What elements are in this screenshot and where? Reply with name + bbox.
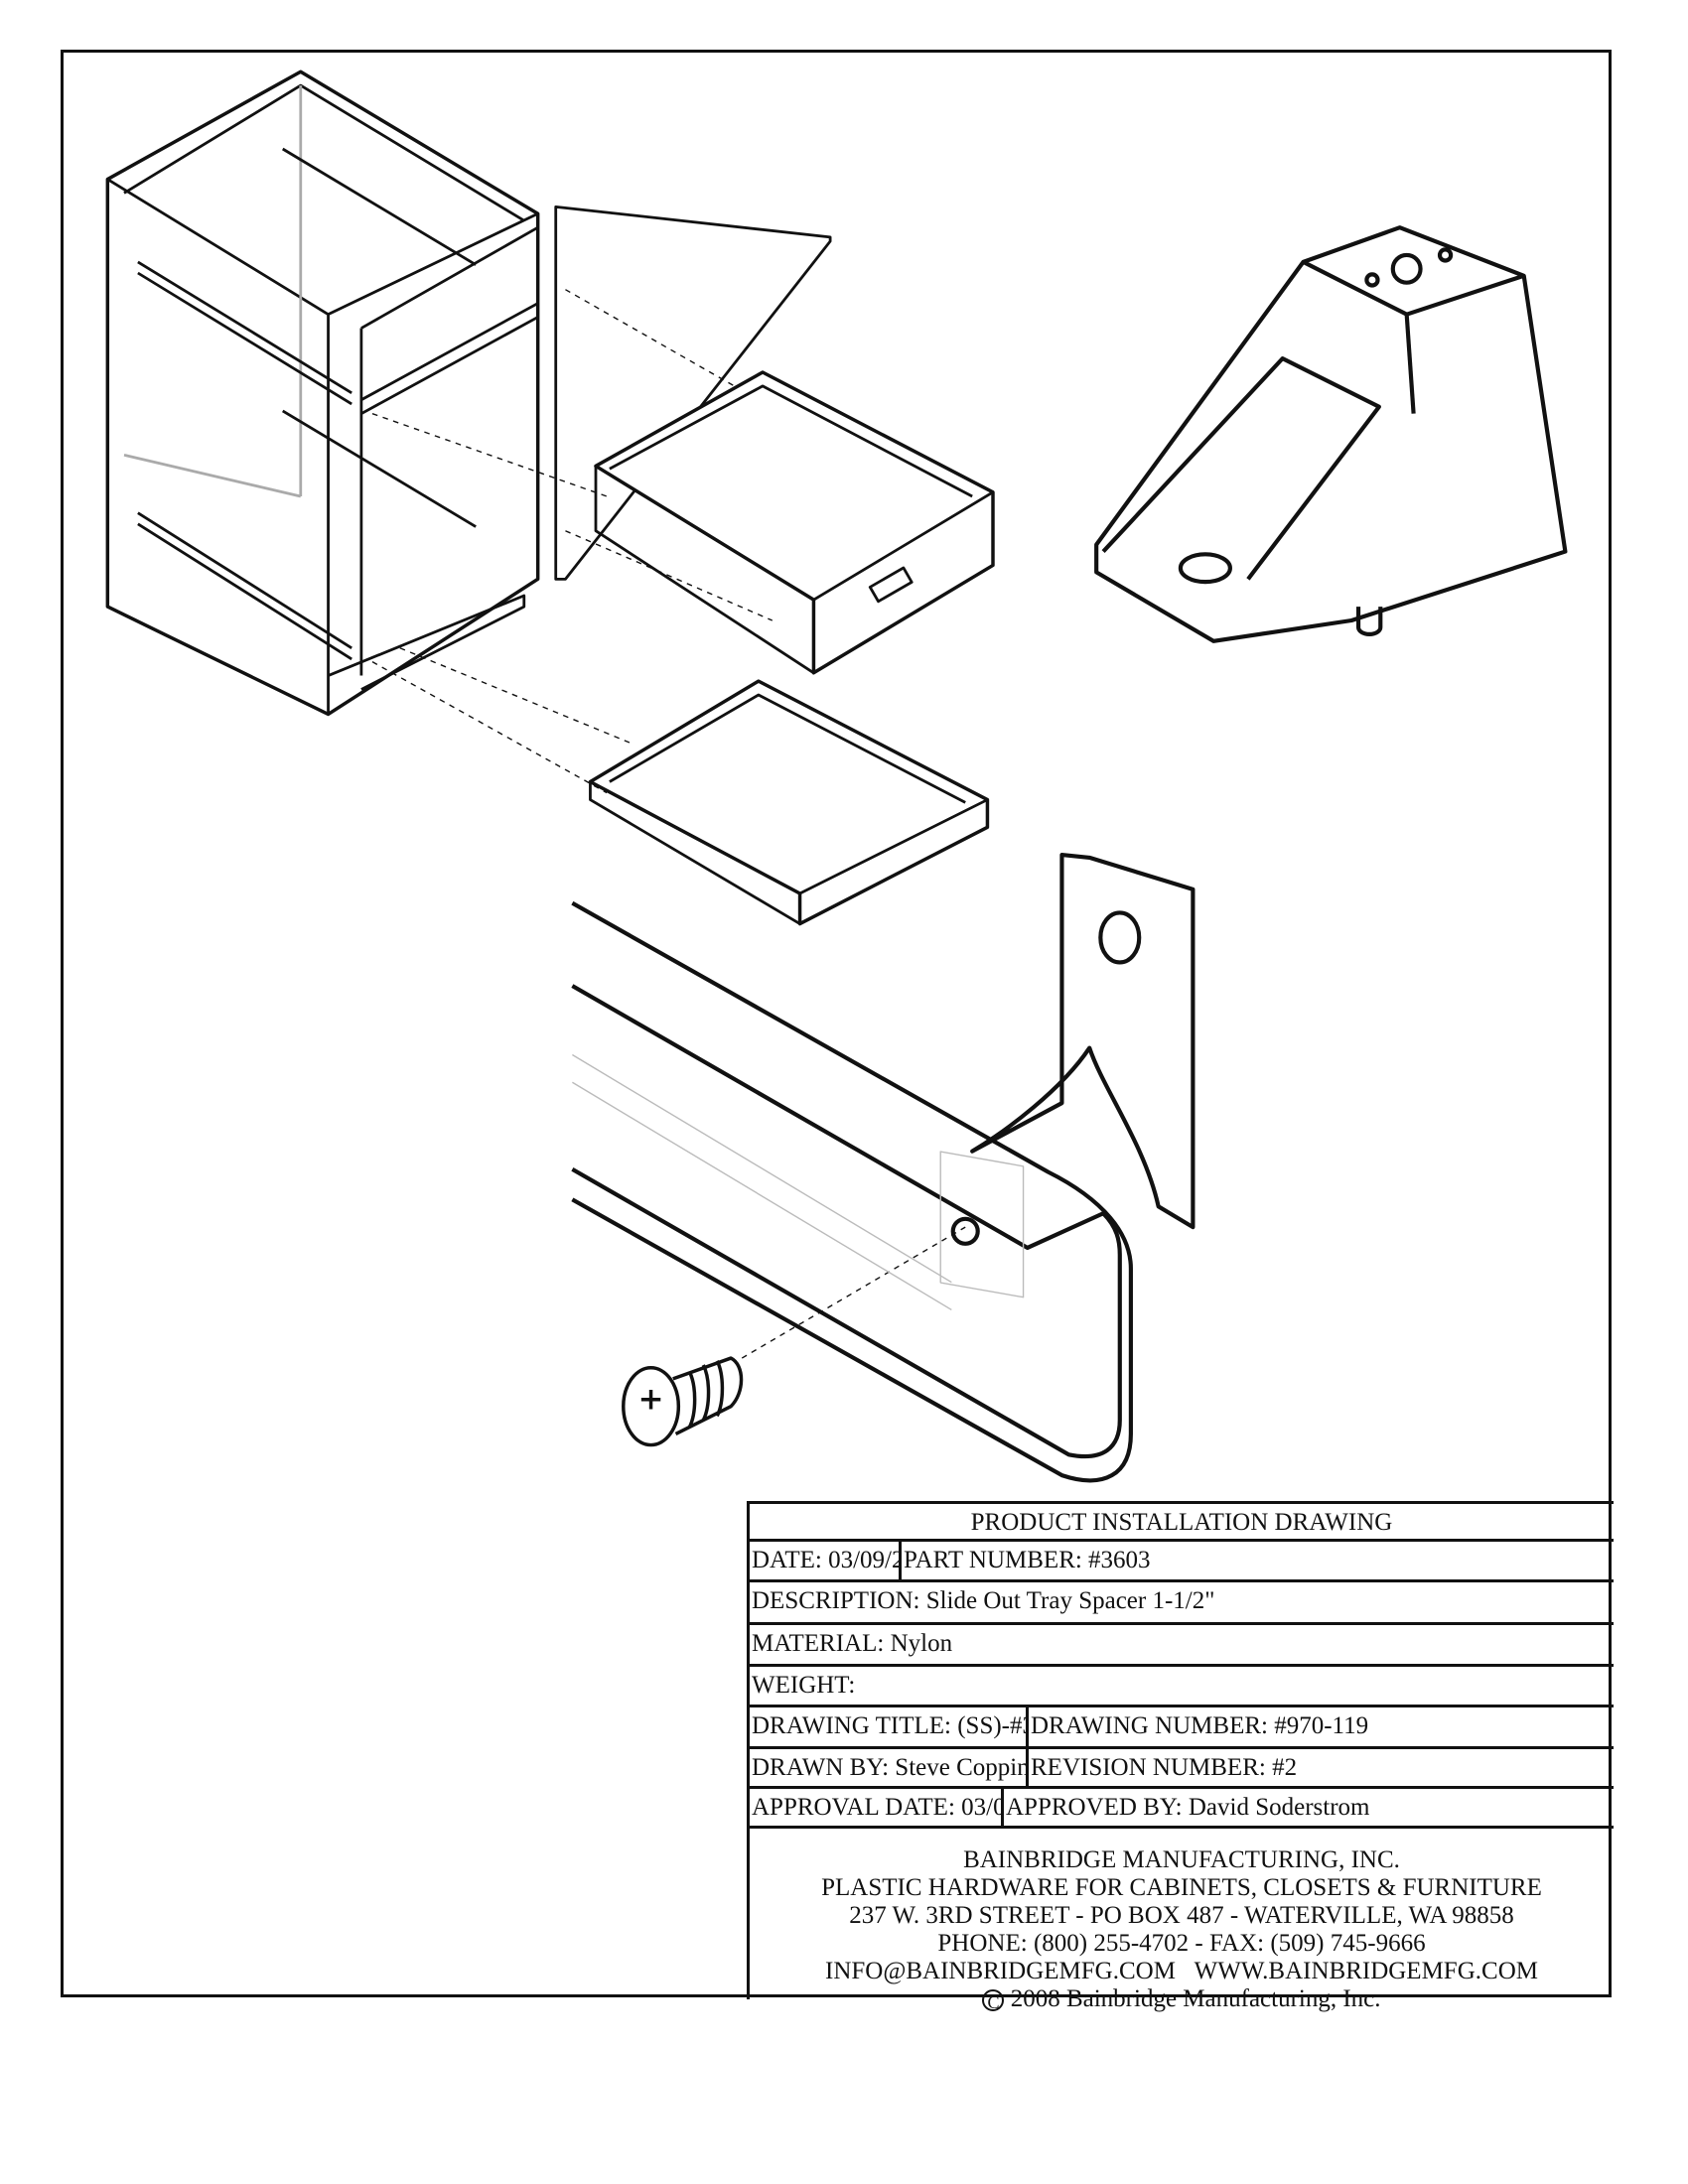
drawing-title-row: DRAWING TITLE: (SS)-#3603 DRAWING NUMBER… — [750, 1707, 1614, 1749]
drawn-by-row: DRAWN BY: Steve Coppin REVISION NUMBER: … — [750, 1749, 1614, 1789]
company-email[interactable]: INFO@BAINBRIDGEMFG.COM — [825, 1958, 1176, 1984]
title-block-heading-row: PRODUCT INSTALLATION DRAWING — [750, 1504, 1614, 1542]
weight-row: WEIGHT: — [750, 1667, 1614, 1707]
drawing-border — [61, 50, 1612, 1997]
approved-by-field: APPROVED BY: David Soderstrom — [1006, 1794, 1370, 1821]
approval-row: APPROVAL DATE: 03/07/2006 APPROVED BY: D… — [750, 1789, 1614, 1829]
drawer — [594, 370, 995, 675]
company-name: BAINBRIDGE MANUFACTURING, INC. — [963, 1846, 1400, 1873]
guide-lines — [371, 289, 966, 1359]
material-field: MATERIAL: Nylon — [752, 1630, 953, 1657]
material-row: MATERIAL: Nylon — [750, 1625, 1614, 1667]
company-tagline: PLASTIC HARDWARE FOR CABINETS, CLOSETS &… — [821, 1874, 1542, 1901]
company-address: 237 W. 3RD STREET - PO BOX 487 - WATERVI… — [849, 1902, 1514, 1929]
tray-spacer-part — [1094, 225, 1568, 643]
weight-field: WEIGHT: — [752, 1672, 856, 1699]
company-info: BAINBRIDGE MANUFACTURING, INC. PLASTIC H… — [750, 1846, 1614, 2013]
title-block: PRODUCT INSTALLATION DRAWING DATE: 03/09… — [747, 1501, 1614, 2012]
revision-number-field: REVISION NUMBER: #2 — [1031, 1754, 1298, 1781]
part-number-field: PART NUMBER: #3603 — [904, 1547, 1151, 1573]
description-field: DESCRIPTION: Slide Out Tray Spacer 1-1/2… — [752, 1587, 1215, 1614]
cabinet-drawing — [105, 69, 540, 717]
slide-out-tray — [588, 679, 990, 926]
approval-date-field: APPROVAL DATE: 03/07/2006 — [750, 1789, 1004, 1826]
date-field: DATE: 03/09/2007 — [750, 1542, 902, 1579]
screw — [622, 1356, 744, 1447]
company-website[interactable]: WWW.BAINBRIDGEMFG.COM — [1194, 1958, 1538, 1984]
copyright-line: C 2008 Bainbridge Manufacturing, Inc. — [750, 1985, 1614, 2013]
date-part-row: DATE: 03/09/2007 PART NUMBER: #3603 — [750, 1542, 1614, 1582]
drawing-number-field: DRAWING NUMBER: #970-119 — [1031, 1712, 1369, 1739]
description-row: DESCRIPTION: Slide Out Tray Spacer 1-1/2… — [750, 1582, 1614, 1625]
company-contact: INFO@BAINBRIDGEMFG.COM WWW.BAINBRIDGEMFG… — [750, 1958, 1614, 1985]
rail-channel — [571, 853, 1196, 1483]
drawn-by-field: DRAWN BY: Steve Coppin — [750, 1749, 1029, 1786]
drawing-title-field: DRAWING TITLE: (SS)-#3603 — [750, 1707, 1029, 1746]
title-block-heading: PRODUCT INSTALLATION DRAWING — [970, 1509, 1393, 1536]
copyright-text: 2008 Bainbridge Manufacturing, Inc. — [1010, 1985, 1381, 2012]
company-phone-fax: PHONE: (800) 255-4702 - FAX: (509) 745-9… — [937, 1930, 1426, 1957]
copyright-icon: C — [982, 1989, 1005, 2012]
